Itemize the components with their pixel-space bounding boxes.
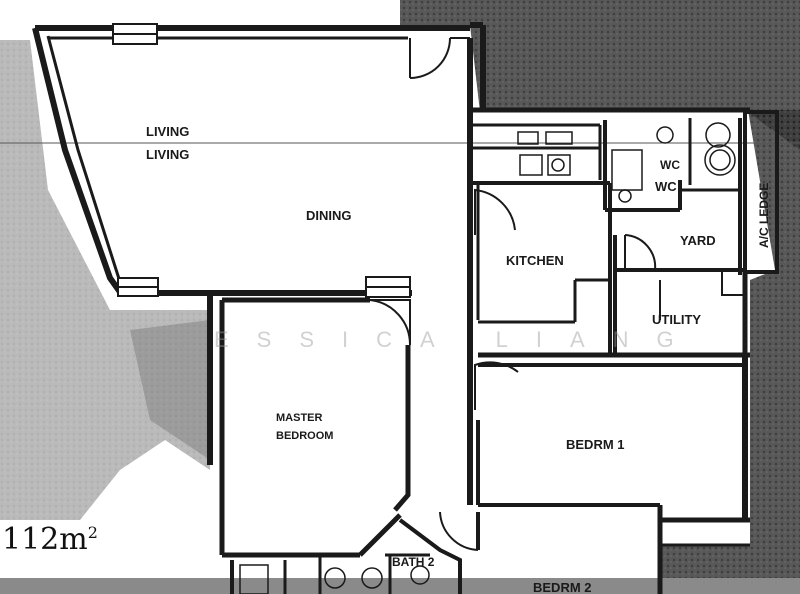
label-living: LIVING	[146, 124, 189, 139]
label-bedroom: BEDROOM	[276, 430, 333, 442]
fixtures	[239, 122, 736, 594]
label-utility: UTILITY	[652, 312, 701, 327]
room-labels: LIVING LIVING DINING KITCHEN WC WC YARD …	[146, 124, 771, 594]
floor-area-unit-power: 2	[87, 523, 98, 542]
walls	[32, 22, 779, 594]
label-kitchen: KITCHEN	[506, 253, 564, 268]
floor-area-value: 112m	[2, 522, 88, 557]
label-bedrm-2: BEDRM 2	[533, 580, 592, 594]
windows	[112, 23, 411, 298]
label-wc: WC	[660, 158, 680, 172]
floor-area: 112m2	[2, 522, 98, 557]
label-yard: YARD	[680, 233, 716, 248]
doors	[369, 37, 661, 551]
label-living-duplicate: LIVING	[146, 147, 189, 162]
watermark: JESSICA LIANG	[175, 327, 702, 352]
label-ac-ledge: A/C LEDGE	[757, 183, 771, 248]
label-master: MASTER	[276, 412, 323, 424]
label-bedrm-1: BEDRM 1	[566, 437, 625, 452]
label-bath-2: BATH 2	[392, 555, 435, 569]
label-dining: DINING	[306, 208, 352, 223]
label-wc-duplicate: WC	[655, 179, 677, 194]
